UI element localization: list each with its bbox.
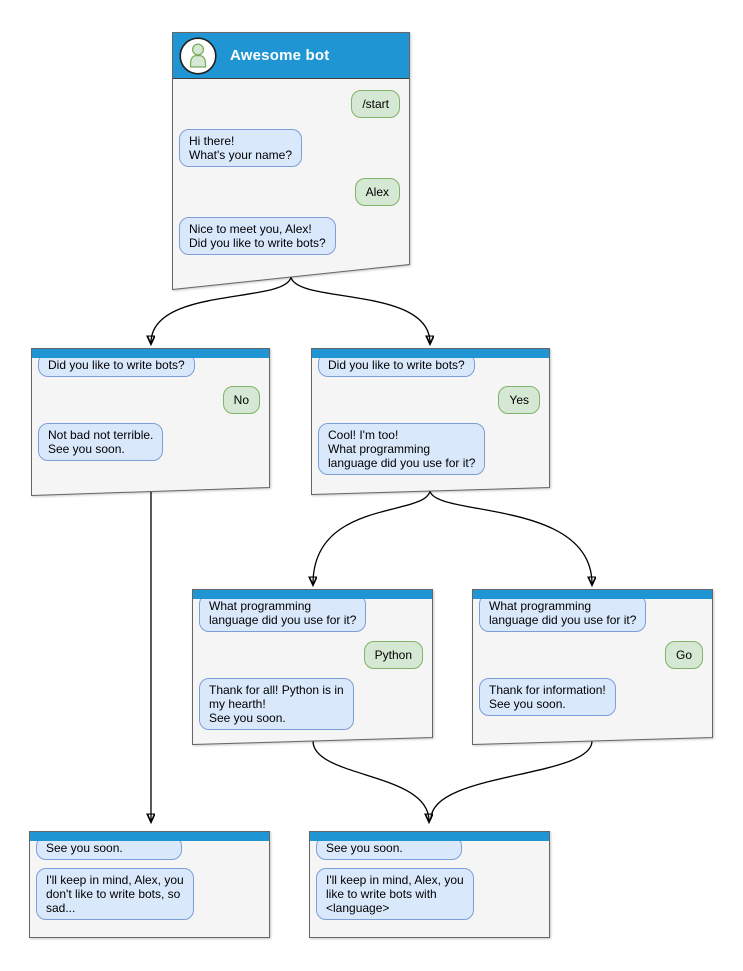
bot-message: Nice to meet you, Alex! Did you like to … [179, 217, 336, 255]
edge-yes-to-python [313, 490, 431, 584]
user-message: No [222, 386, 260, 414]
bot-message: Thank for all! Python is in my hearth! S… [199, 678, 354, 730]
message-list: See you soon. I'll keep in mind, Alex, y… [29, 831, 270, 938]
message-list: What programming language did you use fo… [192, 589, 433, 745]
user-message: Alex [354, 178, 400, 206]
user-message: Yes [498, 386, 540, 414]
message-list: /start Hi there! What's your name? Alex … [172, 32, 410, 290]
message-list: What programming language did you use fo… [472, 589, 713, 745]
chat-window-start: Awesome bot /start Hi there! What's your… [172, 32, 410, 290]
window-titlebar [473, 590, 712, 599]
user-message: /start [351, 90, 400, 118]
user-message: Go [664, 641, 703, 669]
chat-header: Awesome bot [173, 33, 409, 79]
bot-message: Not bad not terrible. See you soon. [38, 423, 164, 461]
window-titlebar [30, 832, 269, 841]
bot-message: Thank for information! See you soon. [479, 678, 616, 716]
chat-window-branch-yes: Did you like to write bots? Yes Cool! I'… [311, 348, 550, 495]
bot-message: What programming language did you use fo… [199, 594, 367, 632]
edge-go-to-end [430, 740, 593, 820]
chat-title: Awesome bot [230, 47, 330, 64]
chat-window-branch-no: Did you like to write bots? No Not bad n… [31, 348, 270, 496]
edge-python-to-end [312, 740, 429, 821]
bot-message: What programming language did you use fo… [479, 594, 647, 632]
message-list: Did you like to write bots? No Not bad n… [31, 348, 270, 496]
bot-message: Hi there! What's your name? [179, 129, 303, 167]
bot-message: I'll keep in mind, Alex, you don't like … [36, 868, 194, 920]
message-list: See you soon. I'll keep in mind, Alex, y… [309, 831, 550, 938]
user-message: Python [363, 641, 423, 669]
window-titlebar [193, 590, 432, 599]
chat-window-end-yes: See you soon. I'll keep in mind, Alex, y… [309, 831, 550, 938]
bot-message: I'll keep in mind, Alex, you like to wri… [316, 868, 474, 920]
edge-main-to-no [151, 276, 292, 343]
person-icon [179, 36, 217, 75]
bot-message: Cool! I'm too! What programming language… [318, 423, 486, 475]
chat-window-python: What programming language did you use fo… [192, 589, 433, 745]
message-list: Did you like to write bots? Yes Cool! I'… [311, 348, 550, 495]
chat-window-go: What programming language did you use fo… [472, 589, 713, 745]
window-titlebar [310, 832, 549, 841]
chat-window-end-no: See you soon. I'll keep in mind, Alex, y… [29, 831, 270, 938]
window-titlebar [32, 349, 269, 358]
window-titlebar [312, 349, 549, 358]
edge-yes-to-go [429, 490, 592, 584]
edge-main-to-yes [290, 276, 430, 343]
